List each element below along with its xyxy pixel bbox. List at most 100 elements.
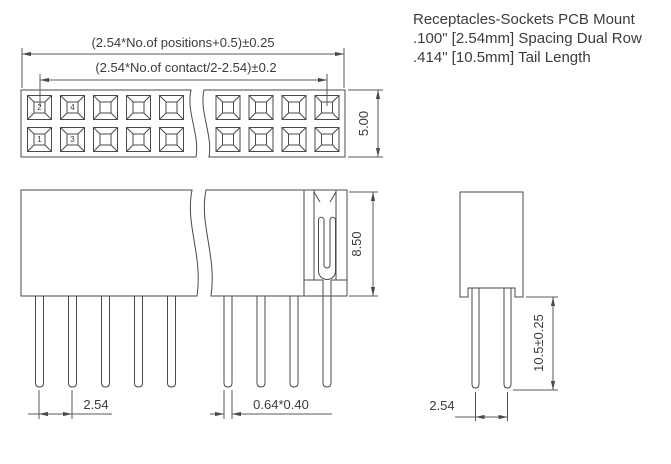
front-pins [35,296,299,388]
socket-bevel [159,95,167,103]
socket-bevel [110,95,118,103]
socket-bevel [314,95,322,103]
socket-outer [93,95,118,120]
dim-pin-pitch-front-label: 2.54 [83,397,108,412]
socket-inner [321,133,333,146]
socket-bevel [233,112,241,120]
socket-bevel [77,95,85,103]
socket-inner [132,101,145,114]
top-view-body-right [202,89,346,158]
dim-body-depth-label: 5.00 [356,111,371,136]
socket-bevel [215,112,223,120]
socket-bevel [143,112,151,120]
socket-bevel [233,127,241,135]
pin [167,296,176,388]
contact-spring [318,216,336,280]
front-body-left [20,189,199,297]
section-wall-right [335,189,348,281]
socket-bevel [44,95,52,103]
socket-bevel [176,112,184,120]
pin-number-2: 2 [37,103,42,112]
front-view [20,189,348,388]
socket-bevel [281,112,289,120]
socket-inner [222,133,234,146]
socket-inner [66,133,79,146]
socket-inner [222,101,234,114]
top-view: 2 4 1 3 [20,89,346,158]
socket-bevel [60,95,68,103]
socket-bevel [126,144,134,152]
title-line-3: .414" [10.5mm] Tail Length [413,49,591,66]
socket-bevel [248,144,256,152]
socket-bevel [266,127,274,135]
socket-bevel [93,127,101,135]
dimension-tail-length: 10.5±0.25 [513,296,558,391]
dim-overall-width-label: (2.54*No.of positions+0.5)±0.25 [91,35,274,50]
socket-bevel [126,112,134,120]
dimension-pin-pitch-side: 2.54 [429,392,508,421]
socket-outer [159,127,184,152]
socket-bevel [110,127,118,135]
side-body [459,191,524,298]
socket-bevel [27,144,35,152]
pin [256,296,266,388]
pin-number-3: 3 [70,135,75,144]
socket-bevel [77,127,85,135]
socket-bevel [27,112,35,120]
socket-bevel [60,127,68,135]
socket-bevel [332,95,340,103]
top-view-body-left [20,89,198,158]
socket-bevel [215,95,223,103]
dimension-overall-width: (2.54*No.of positions+0.5)±0.25 [21,35,345,88]
pin [223,296,233,388]
socket-bevel [281,95,289,103]
socket-bevel [299,112,307,120]
socket-outer [248,95,274,120]
socket-bevel [93,95,101,103]
socket-bevel [159,144,167,152]
socket-bevel [215,127,223,135]
pin [35,296,44,388]
socket-bevel [77,112,85,120]
dim-contact-span-label: (2.54*No.of contact/2-2.54)±0.2 [95,60,276,75]
pin [289,296,299,388]
socket-bevel [143,95,151,103]
pin-number-4: 4 [70,103,75,112]
socket-bevel [126,95,134,103]
socket-bevel [143,127,151,135]
socket-inner [165,101,178,114]
socket-bevel [248,95,256,103]
socket-bevel [248,127,256,135]
socket-outer [126,95,151,120]
socket-bevel [93,112,101,120]
socket-inner [165,133,178,146]
socket-bevel [143,144,151,152]
socket-bevel [314,144,322,152]
socket-inner [66,101,79,114]
socket-bevel [332,112,340,120]
side-view [459,191,524,389]
socket-outer [27,127,52,152]
socket-bevel [266,112,274,120]
socket-outer [60,95,85,120]
socket-bevel [332,127,340,135]
cross-section [303,189,348,388]
socket-array [27,95,340,152]
socket-bevel [215,144,223,152]
socket-bevel [60,144,68,152]
socket-bevel [176,127,184,135]
dim-pin-pitch-side-label: 2.54 [429,398,454,413]
dimension-contact-span: (2.54*No.of contact/2-2.54)±0.2 [39,60,328,106]
socket-inner [99,133,112,146]
socket-bevel [77,144,85,152]
socket-bevel [332,144,340,152]
socket-bevel [233,95,241,103]
socket-outer [281,95,307,120]
socket-bevel [126,127,134,135]
socket-outer [93,127,118,152]
socket-outer [159,95,184,120]
socket-inner [288,133,300,146]
socket-inner [288,101,300,114]
